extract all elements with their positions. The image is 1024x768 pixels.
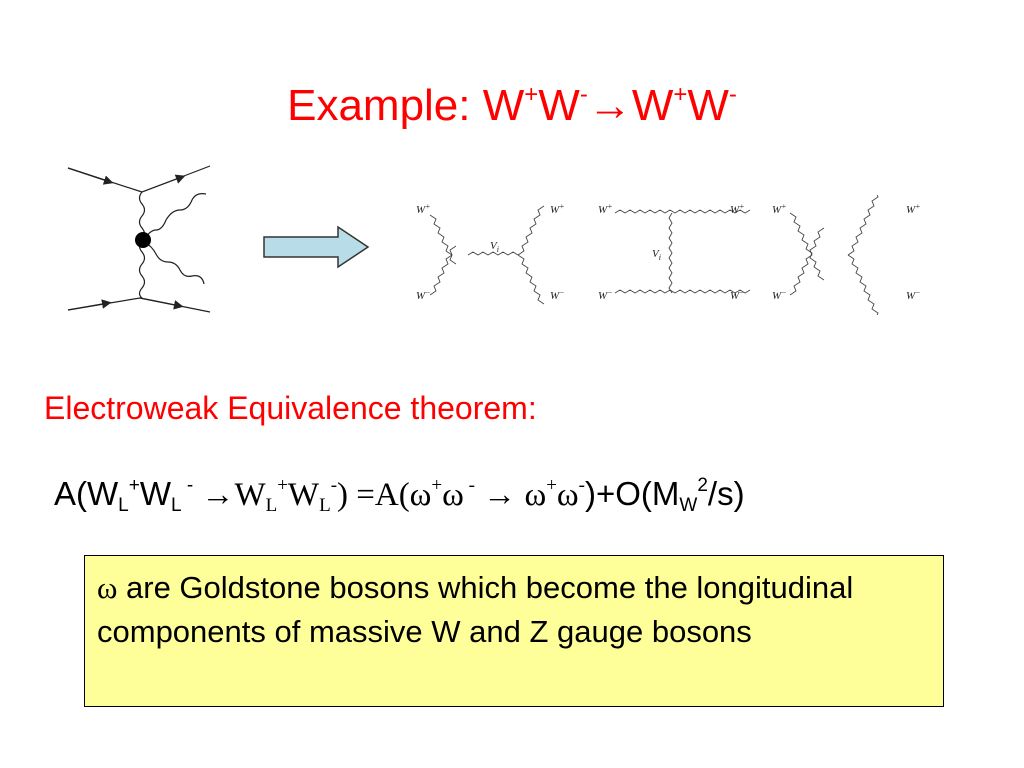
ww-diagrams: W+ W+ W− W− Vi W+ W+ W− W− Vi W+ W+ W− W… — [416, 195, 921, 315]
svg-text:W−: W− — [906, 288, 921, 302]
svg-text:Vi: Vi — [490, 240, 499, 254]
section-heading: Electroweak Equivalence theorem: — [44, 390, 537, 426]
slide-title: Example: W+W-→W+W- — [287, 81, 737, 130]
svg-text:W+: W+ — [550, 202, 565, 216]
svg-text:W+: W+ — [598, 202, 613, 216]
svg-text:W−: W− — [598, 288, 613, 302]
svg-text:W−: W− — [550, 288, 565, 302]
svg-text:W+: W+ — [416, 202, 431, 216]
svg-text:W+: W+ — [772, 202, 787, 216]
scattering-diagram — [67, 165, 211, 313]
svg-text:W+: W+ — [730, 202, 745, 216]
svg-text:W−: W− — [416, 288, 431, 302]
svg-text:W−: W− — [772, 288, 787, 302]
svg-text:Vi: Vi — [652, 248, 661, 262]
note-text: ω are Goldstone bosons which become the … — [97, 570, 854, 649]
goldstone-note-box: ω are Goldstone bosons which become the … — [84, 555, 944, 707]
svg-text:W−: W− — [730, 288, 745, 302]
right-arrow-icon — [263, 225, 370, 269]
equivalence-formula: A(WL+WL - →WL+WL-) =A(ω+ω - → ω+ω-)+O(MW… — [54, 475, 745, 516]
svg-text:W+: W+ — [906, 202, 921, 216]
